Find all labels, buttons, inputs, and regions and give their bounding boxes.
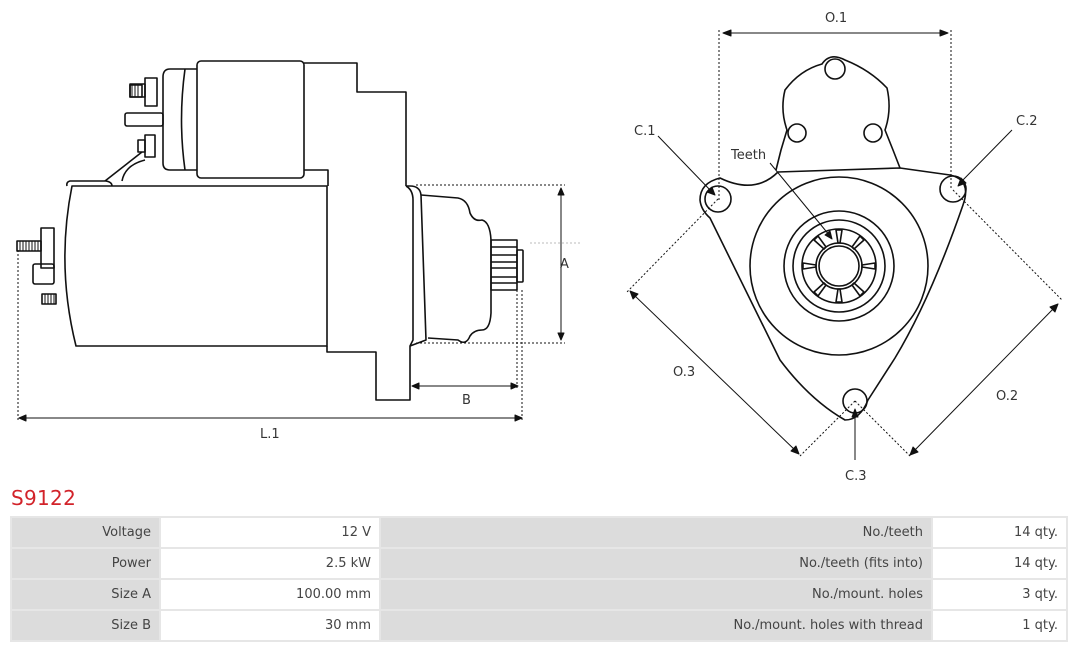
- table-row: Power 2.5 kW No./teeth (fits into) 14 qt…: [12, 549, 1066, 578]
- pinion-teeth: [802, 229, 876, 303]
- spec-label: No./teeth (fits into): [381, 549, 931, 578]
- spec-label: Size B: [12, 611, 159, 640]
- table-row: Size A 100.00 mm No./mount. holes 3 qty.: [12, 580, 1066, 609]
- dim-label-c2: C.2: [1016, 114, 1037, 129]
- spec-label: Voltage: [12, 518, 159, 547]
- front-dimensions: [625, 29, 1063, 460]
- solenoid-cap: [162, 68, 197, 171]
- motor-body: [64, 185, 328, 347]
- side-dimensions: [17, 184, 580, 422]
- table-row: Size B 30 mm No./mount. holes with threa…: [12, 611, 1066, 640]
- mounting-flange: [699, 167, 967, 421]
- drawing-canvas: A B L.1 O.1 O.2 O.3 C.1 C.2 C.3 Teeth: [16, 11, 1063, 484]
- spec-value: 1 qty.: [933, 611, 1066, 640]
- dim-label-c3: C.3: [845, 469, 866, 484]
- specs-table: Voltage 12 V No./teeth 14 qty. Power 2.5…: [10, 516, 1068, 642]
- spec-label: Power: [12, 549, 159, 578]
- dim-label-o3: O.3: [673, 365, 695, 380]
- dim-label-c1: C.1: [634, 124, 655, 139]
- spec-value: 3 qty.: [933, 580, 1066, 609]
- spec-value: 2.5 kW: [161, 549, 379, 578]
- solenoid-body: [196, 60, 305, 179]
- spec-value: 100.00 mm: [161, 580, 379, 609]
- dim-label-b: B: [462, 393, 471, 408]
- spec-label: Size A: [12, 580, 159, 609]
- table-row: Voltage 12 V No./teeth 14 qty.: [12, 518, 1066, 547]
- body-cap: [66, 180, 113, 187]
- dim-label-o1: O.1: [825, 11, 847, 26]
- spec-label: No./teeth: [381, 518, 931, 547]
- front-view-starter: [699, 56, 967, 421]
- dim-label-o2: O.2: [996, 389, 1018, 404]
- side-view-starter: [16, 60, 524, 401]
- spec-label: No./mount. holes with thread: [381, 611, 931, 640]
- spec-label: No./mount. holes: [381, 580, 931, 609]
- spec-value: 12 V: [161, 518, 379, 547]
- product-code: S9122: [11, 486, 77, 510]
- spec-value: 30 mm: [161, 611, 379, 640]
- spec-value: 14 qty.: [933, 518, 1066, 547]
- spec-value: 14 qty.: [933, 549, 1066, 578]
- dim-label-a: A: [560, 257, 569, 272]
- dim-label-l1: L.1: [260, 427, 280, 442]
- teeth-label: Teeth: [730, 148, 766, 163]
- technical-drawing: A B L.1 O.1 O.2 O.3 C.1 C.2 C.3 Teeth: [16, 11, 1063, 484]
